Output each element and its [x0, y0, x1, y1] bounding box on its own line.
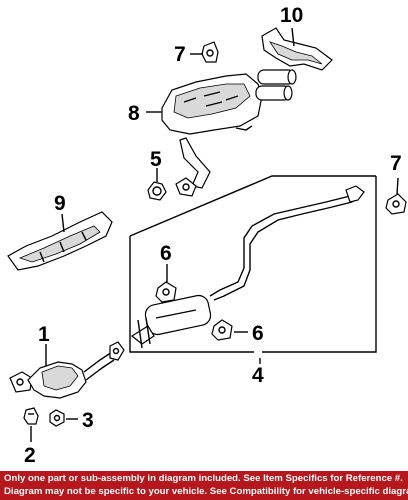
- disclaimer-line-2: Diagram may not be specific to your vehi…: [4, 485, 408, 497]
- leader-7-right: [396, 177, 399, 195]
- part-4-pipe-assembly[interactable]: [130, 185, 365, 349]
- part-7-hanger-upper[interactable]: [201, 41, 219, 63]
- callout-8: 8: [128, 102, 140, 125]
- part-7-hanger-right[interactable]: [385, 193, 407, 215]
- callout-7-right: 7: [390, 152, 402, 175]
- leader-9: [61, 213, 65, 233]
- callout-6-upper: 6: [160, 242, 172, 265]
- callout-7-upper: 7: [174, 43, 186, 66]
- part-2-sensor[interactable]: [23, 407, 39, 425]
- disclaimer-line-1: Only one part or sub-assembly in diagram…: [4, 473, 403, 484]
- part-4-bracket: [129, 175, 377, 353]
- inlet-pipe: [175, 137, 211, 197]
- callout-1: 1: [38, 323, 50, 346]
- callout-5: 5: [150, 148, 162, 171]
- callout-3: 3: [82, 409, 94, 432]
- callout-6-lower: 6: [252, 322, 264, 345]
- exhaust-parts-diagram: 10 7 8 5 7 9: [7, 4, 407, 467]
- part-1-catalytic-converter[interactable]: [9, 341, 125, 399]
- callout-2: 2: [24, 444, 36, 467]
- callout-9: 9: [54, 192, 66, 215]
- leader-10: [291, 27, 295, 47]
- part-3-nut[interactable]: [49, 409, 65, 427]
- callout-10: 10: [280, 4, 303, 27]
- part-8-muffler-assembly[interactable]: [161, 69, 297, 135]
- part-6-hanger-lower[interactable]: [211, 319, 233, 341]
- callout-4: 4: [252, 364, 264, 387]
- part-10-heat-shield[interactable]: [261, 27, 333, 71]
- part-6-hanger-upper[interactable]: [155, 281, 177, 303]
- disclaimer-banner: Only one part or sub-assembly in diagram…: [0, 471, 408, 500]
- part-9-heat-shield[interactable]: [7, 211, 113, 271]
- part-5-gasket[interactable]: [147, 181, 167, 201]
